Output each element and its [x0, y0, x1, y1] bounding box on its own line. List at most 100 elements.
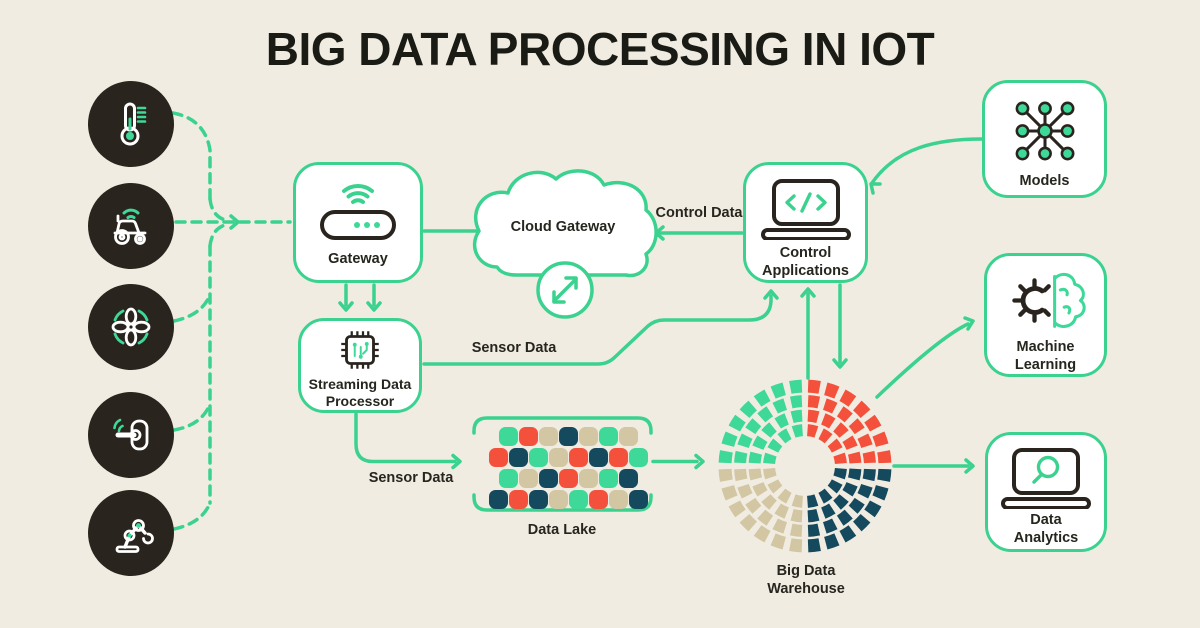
arrowhead: [338, 301, 354, 312]
data-lake-cell: [619, 427, 638, 446]
data-lake-cell: [559, 427, 578, 446]
data-lake-cell: [489, 490, 508, 509]
warehouse-cell: [789, 523, 803, 537]
warehouse-cell: [745, 497, 762, 514]
warehouse-cell: [839, 389, 857, 407]
warehouse-cell: [864, 500, 882, 518]
node-label: Models: [1019, 173, 1070, 189]
device-smart-door-lock: [88, 392, 174, 478]
node-label: Data Analytics: [1013, 512, 1079, 546]
data-lake-cell: [499, 427, 518, 446]
warehouse-cell: [774, 503, 790, 519]
device-robot-arm: [88, 490, 174, 576]
edge-sdp-controlapps: [422, 294, 773, 366]
warehouse-cell: [734, 450, 748, 464]
warehouse-cell: [877, 468, 892, 482]
warehouse-cell: [824, 382, 840, 399]
arrowhead: [763, 289, 779, 300]
warehouse-cell: [848, 497, 865, 514]
transfer-arrows-icon: [552, 276, 578, 304]
warehouse-cell: [753, 389, 771, 407]
warehouse-cell: [807, 379, 821, 394]
data-lake-cell: [529, 490, 548, 509]
page-title: BIG DATA PROCESSING IN IOT: [265, 23, 935, 75]
device-connected-vehicle: [88, 183, 174, 269]
data-lake-cell: [619, 469, 638, 488]
node-control-applications: Control Applications: [743, 162, 868, 283]
warehouse-cell: [748, 468, 763, 481]
warehouse-cell: [791, 424, 804, 438]
warehouse-cell: [772, 398, 788, 414]
data-lake-cell: [629, 490, 648, 509]
data-lake-cell: [499, 469, 518, 488]
warehouse-cell: [833, 494, 849, 510]
warehouse-cell: [789, 379, 803, 394]
data-lake-cell: [539, 469, 558, 488]
warehouse-cell: [827, 479, 843, 494]
data-lake-cell: [579, 427, 598, 446]
warehouse-cell: [718, 468, 733, 482]
warehouse-cell: [864, 414, 882, 432]
warehouse-cell: [739, 513, 758, 532]
warehouse-cell: [807, 523, 821, 537]
node-label: Machine Learning: [1014, 339, 1077, 373]
warehouse-cell: [757, 509, 774, 526]
warehouse-cell: [847, 451, 862, 464]
arrowhead: [869, 182, 882, 195]
warehouse-cell: [806, 424, 819, 438]
warehouse-cell: [827, 438, 843, 453]
big-data-warehouse-label: Big Data Warehouse: [767, 563, 845, 597]
warehouse-cell: [728, 500, 746, 518]
data-lake-cell: [579, 469, 598, 488]
node-data-analytics: Data Analytics: [985, 432, 1107, 552]
warehouse-cell: [789, 538, 803, 553]
sensor-data-upper-label: Sensor Data: [471, 340, 557, 356]
warehouse-cell: [839, 525, 857, 543]
warehouse-cell: [791, 494, 804, 508]
data-lake-cell: [529, 448, 548, 467]
warehouse-cell: [847, 468, 862, 481]
warehouse-cell: [852, 400, 871, 419]
cloud-gateway-label: Cloud Gateway: [510, 219, 616, 235]
warehouse-cell: [836, 406, 853, 423]
warehouse-cell: [728, 414, 746, 432]
warehouse-cell: [721, 431, 738, 447]
robot-arm-icon: [115, 519, 154, 553]
data-lake-cell: [519, 427, 538, 446]
data-lake-cell: [549, 448, 568, 467]
arrowhead: [964, 458, 975, 474]
warehouse-cell: [763, 467, 777, 480]
warehouse-cell: [820, 503, 836, 519]
warehouse-cell: [842, 481, 858, 497]
data-lake-cell: [609, 448, 628, 467]
warehouse-cell: [767, 479, 783, 494]
warehouse-cell: [790, 508, 803, 523]
data-lake-cell: [549, 490, 568, 509]
tractor-icon: [113, 208, 147, 245]
warehouse-cell: [857, 483, 873, 499]
data-lake-cell: [539, 427, 558, 446]
data-lake-cell: [599, 469, 618, 488]
sensor-data-lower-label: Sensor Data: [368, 470, 454, 486]
gear-brain-icon: [1011, 272, 1086, 328]
warehouse-cell: [818, 488, 833, 504]
chip-icon: [341, 331, 379, 369]
node-streaming-data-processor: Streaming Data Processor: [298, 318, 422, 413]
warehouse-cell: [877, 450, 892, 464]
arrowhead: [800, 287, 816, 298]
fan-icon: [111, 307, 151, 347]
warehouse-cell: [739, 400, 758, 419]
warehouse-cell: [745, 418, 762, 435]
warehouse-cell: [807, 395, 821, 409]
warehouse-cell: [757, 406, 774, 423]
solid-connectors: [338, 137, 984, 474]
data-lake-cells: [489, 427, 648, 509]
data-lake-cell: [509, 448, 528, 467]
warehouse-cell: [761, 422, 777, 438]
warehouse-cell: [820, 413, 836, 429]
data-lake: [472, 416, 653, 512]
warehouse-cell: [752, 435, 768, 451]
arrowhead: [451, 453, 462, 470]
network-nodes-icon: [1015, 101, 1074, 161]
